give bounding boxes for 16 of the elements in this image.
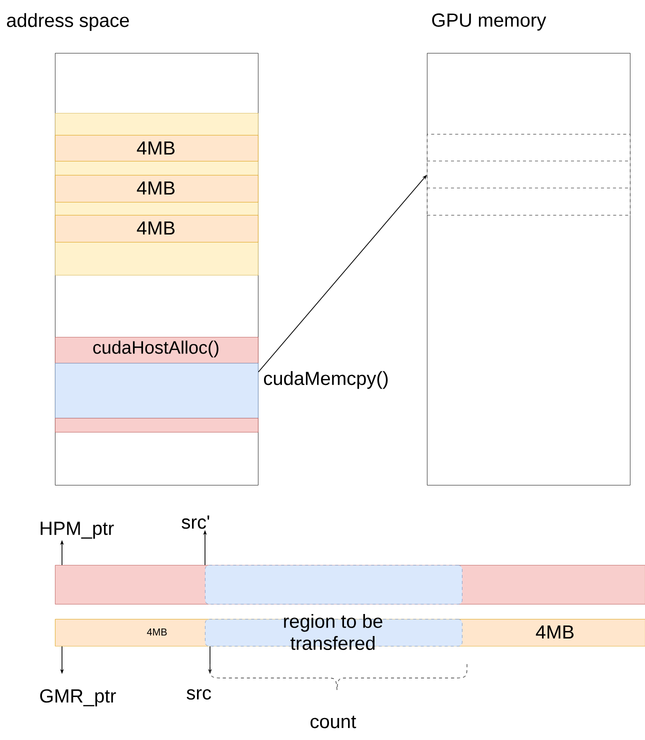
copy-region (205, 565, 462, 604)
buffer-band: cudaHostAlloc() (55, 337, 258, 364)
pointer-label: HPM_ptr (40, 522, 114, 539)
node-label: GPU memory (432, 13, 546, 31)
buffer-band (55, 418, 258, 432)
pointer-label: src (186, 689, 212, 700)
block-box: 4MB (55, 215, 258, 242)
block-box: 4MB (55, 135, 258, 162)
pointer-label: GMR_ptr (40, 689, 116, 706)
block-box: 4MB (55, 175, 258, 202)
count-label: count (310, 716, 356, 728)
buffer-box (55, 363, 258, 418)
target-region (426, 134, 630, 216)
edge-label: cudaMemcpy() (262, 370, 390, 390)
pointer-label: src' (182, 516, 210, 529)
node-label: address space (7, 13, 129, 31)
